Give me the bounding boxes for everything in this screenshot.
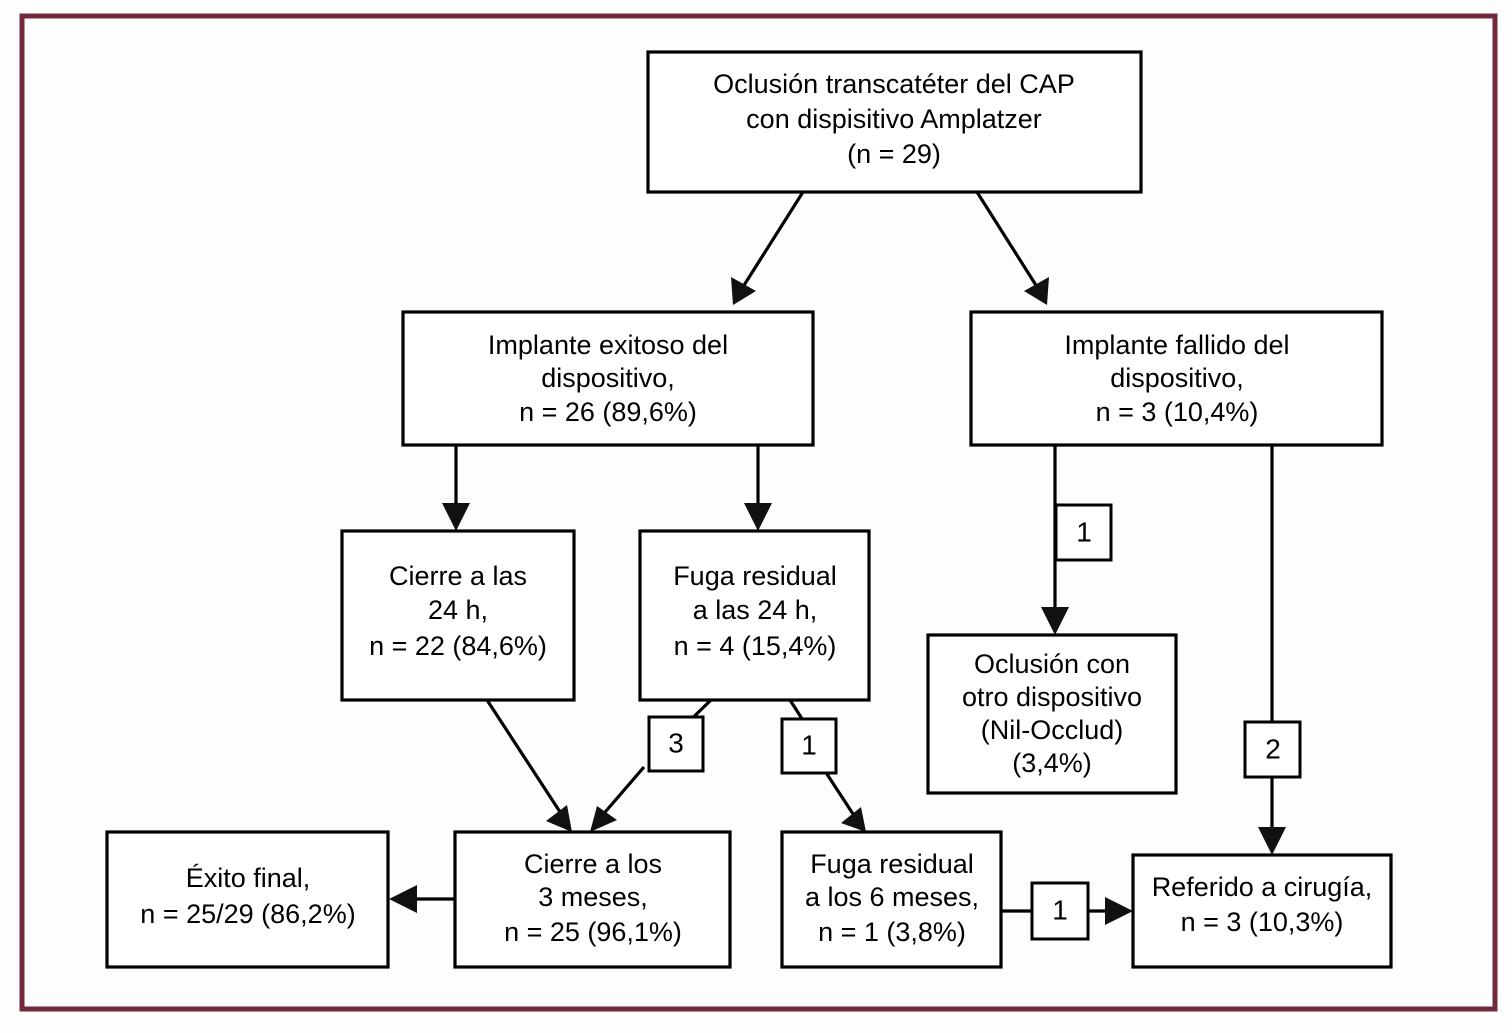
node-line: Éxito final, <box>186 863 311 893</box>
edge-label-failure-to-surgery: 2 <box>1243 720 1302 779</box>
node-line: otro dispositivo <box>962 682 1142 712</box>
node-closure-3-months: Cierre a los 3 meses, n = 25 (96,1%) <box>453 830 732 969</box>
edge-label-value: 3 <box>668 727 684 758</box>
edge-label-value: 1 <box>1076 516 1092 547</box>
edge-label-value: 2 <box>1265 733 1281 764</box>
node-line: Implante fallido del <box>1064 330 1289 360</box>
node-line: Cierre a los <box>524 849 662 879</box>
node-line: 3 meses, <box>538 882 648 912</box>
node-line: Referido a cirugía, <box>1152 872 1373 902</box>
node-transcatheter-occlusion: Oclusión transcatéter del CAP con dispis… <box>646 50 1143 194</box>
node-line: n = 3 (10,3%) <box>1181 907 1344 937</box>
edge-root-to-success <box>731 191 805 305</box>
edge-label-leak6m-to-surgery: 1 <box>1030 881 1090 941</box>
edge-label-value: 1 <box>801 729 817 760</box>
node-line: n = 4 (15,4%) <box>674 631 837 661</box>
node-line: n = 26 (89,6%) <box>519 397 697 427</box>
node-line: dispositivo, <box>541 363 675 393</box>
node-line: a las 24 h, <box>693 595 818 625</box>
node-residual-leak-6-months: Fuga residual a los 6 meses, n = 1 (3,8%… <box>780 830 1003 969</box>
node-line: 24 h, <box>428 595 488 625</box>
node-line: n = 22 (84,6%) <box>369 631 547 661</box>
node-line: Oclusión transcatéter del CAP <box>713 69 1075 99</box>
node-line: a los 6 meses, <box>805 882 979 912</box>
node-line: (n = 29) <box>847 139 941 169</box>
edge-label-leak24-to-closure3m: 3 <box>647 715 705 773</box>
edge-closure24-to-closure3m <box>485 699 572 832</box>
edge-closure3m-to-finalsuccess <box>389 885 455 913</box>
edge-label-leak24-to-leak6m: 1 <box>780 717 838 775</box>
node-successful-implant: Implante exitoso del dispositivo, n = 26… <box>401 310 815 447</box>
node-closure-24h: Cierre a las 24 h, n = 22 (84,6%) <box>340 529 576 702</box>
node-line: Oclusión con <box>974 649 1130 679</box>
edge-success-to-closure24 <box>442 445 470 531</box>
node-line: (Nil-Occlud) <box>981 715 1124 745</box>
node-line: Fuga residual <box>810 849 974 879</box>
node-line: n = 1 (3,8%) <box>818 917 966 947</box>
node-line: dispositivo, <box>1110 363 1244 393</box>
node-line: (3,4%) <box>1012 748 1092 778</box>
node-line: Fuga residual <box>673 561 837 591</box>
node-final-success: Éxito final, n = 25/29 (86,2%) <box>105 830 390 969</box>
node-referred-to-surgery: Referido a cirugía, n = 3 (10,3%) <box>1131 853 1393 969</box>
edge-leak6m-to-surgery <box>1001 897 1133 925</box>
node-residual-leak-24h: Fuga residual a las 24 h, n = 4 (15,4%) <box>638 529 871 702</box>
node-occlusion-other-device: Oclusión con otro dispositivo (Nil-Occlu… <box>926 633 1178 795</box>
node-line: Implante exitoso del <box>488 330 728 360</box>
node-line: n = 3 (10,4%) <box>1096 397 1259 427</box>
figure-frame <box>19 13 1498 1012</box>
node-failed-implant: Implante fallido del dispositivo, n = 3 … <box>969 310 1384 447</box>
edge-label-value: 1 <box>1052 894 1068 925</box>
node-line: n = 25 (96,1%) <box>504 917 682 947</box>
node-line: con dispisitivo Amplatzer <box>746 104 1042 134</box>
edge-failure-to-surgery <box>1258 445 1286 855</box>
edge-success-to-leak24 <box>744 445 772 531</box>
node-line: Cierre a las <box>389 561 527 591</box>
node-line: n = 25/29 (86,2%) <box>140 899 355 929</box>
edge-root-to-failure <box>975 191 1049 305</box>
edge-label-failure-to-otherdevice: 1 <box>1054 503 1113 562</box>
